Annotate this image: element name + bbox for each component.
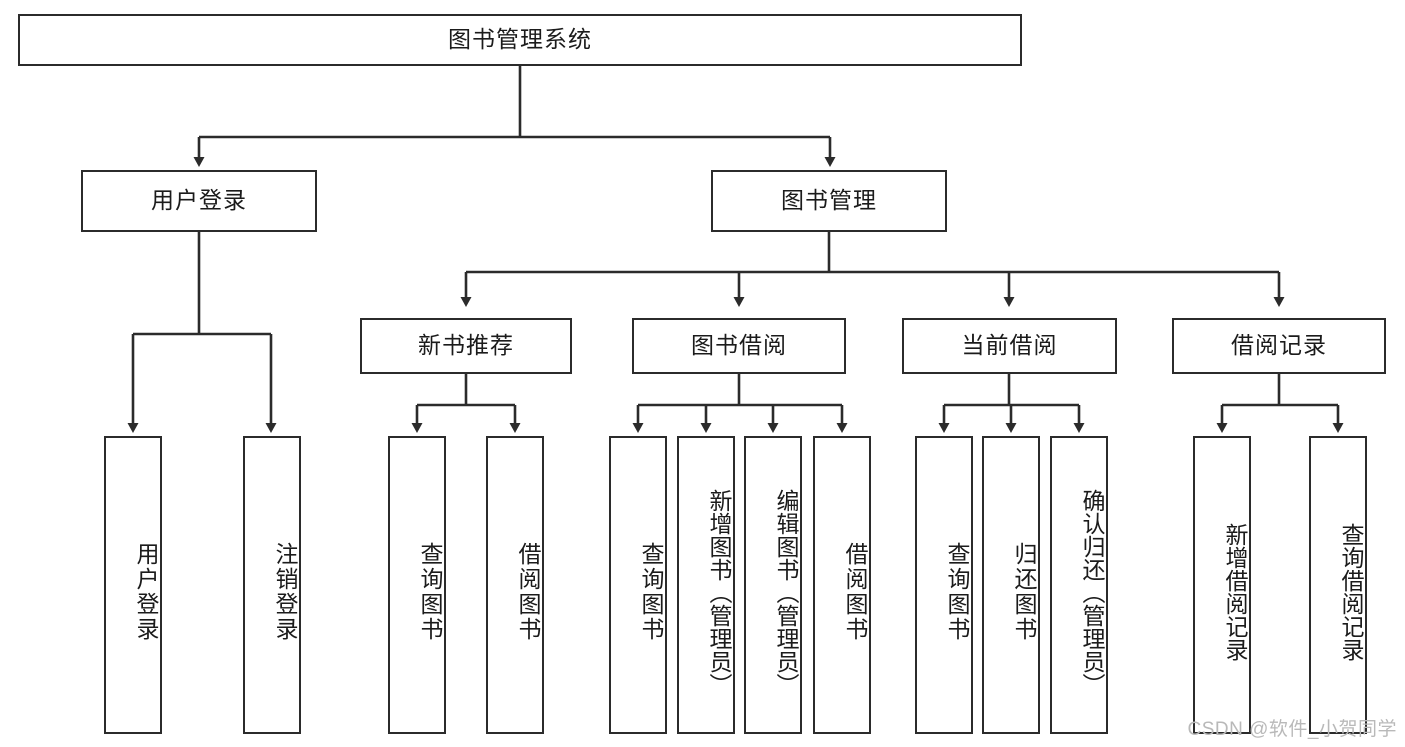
leaf-cur-query[interactable]: 查询图书	[915, 436, 973, 734]
node-new-book-rec[interactable]: 新书推荐	[360, 318, 572, 374]
node-current-borrow-label: 当前借阅	[961, 332, 1058, 359]
leaf-borrow-query[interactable]: 查询图书	[609, 436, 667, 734]
node-book-borrow-label: 图书借阅	[691, 332, 787, 359]
leaf-borrow-edit-label: 编辑图书（管理员）	[773, 488, 799, 696]
csdn-watermark: CSDN @软件_小贺同学	[1187, 719, 1397, 740]
leaf-cur-confirm-label: 确认归还（管理员）	[1079, 488, 1105, 696]
leaf-cur-return-label: 归还图书	[1011, 542, 1037, 642]
node-current-borrow[interactable]: 当前借阅	[902, 318, 1117, 374]
node-root-label: 图书管理系统	[448, 26, 592, 53]
leaf-rec-add[interactable]: 新增借阅记录	[1193, 436, 1251, 734]
leaf-rec-query2-label: 查询借阅记录	[1338, 523, 1364, 661]
leaf-rec-borrow-label: 借阅图书	[515, 542, 541, 642]
leaf-cur-confirm[interactable]: 确认归还（管理员）	[1050, 436, 1108, 734]
leaf-user-logout-label: 注销登录	[272, 542, 298, 642]
node-borrow-record-label: 借阅记录	[1231, 332, 1327, 359]
node-borrow-record[interactable]: 借阅记录	[1172, 318, 1386, 374]
leaf-rec-add-label: 新增借阅记录	[1222, 523, 1248, 661]
leaf-borrow-edit[interactable]: 编辑图书（管理员）	[744, 436, 802, 734]
node-book-borrow[interactable]: 图书借阅	[632, 318, 846, 374]
node-book-manage-label: 图书管理	[781, 187, 877, 214]
leaf-user-login[interactable]: 用户登录	[104, 436, 162, 734]
leaf-borrow-lend-label: 借阅图书	[842, 542, 868, 642]
leaf-borrow-add-label: 新增图书（管理员）	[706, 488, 732, 696]
leaf-borrow-lend[interactable]: 借阅图书	[813, 436, 871, 734]
leaf-borrow-query-label: 查询图书	[638, 542, 664, 642]
leaf-rec-borrow[interactable]: 借阅图书	[486, 436, 544, 734]
node-new-book-rec-label: 新书推荐	[418, 332, 514, 359]
leaf-cur-query-label: 查询图书	[944, 542, 970, 642]
node-user-login-label: 用户登录	[151, 187, 247, 214]
leaf-user-logout[interactable]: 注销登录	[243, 436, 301, 734]
leaf-rec-query[interactable]: 查询图书	[388, 436, 446, 734]
leaf-rec-query-label: 查询图书	[417, 542, 443, 642]
leaf-borrow-add[interactable]: 新增图书（管理员）	[677, 436, 735, 734]
leaf-cur-return[interactable]: 归还图书	[982, 436, 1040, 734]
node-book-manage[interactable]: 图书管理	[711, 170, 947, 232]
node-user-login[interactable]: 用户登录	[81, 170, 317, 232]
leaf-rec-query2[interactable]: 查询借阅记录	[1309, 436, 1367, 734]
leaf-user-login-label: 用户登录	[133, 542, 159, 642]
node-root[interactable]: 图书管理系统	[18, 14, 1022, 66]
